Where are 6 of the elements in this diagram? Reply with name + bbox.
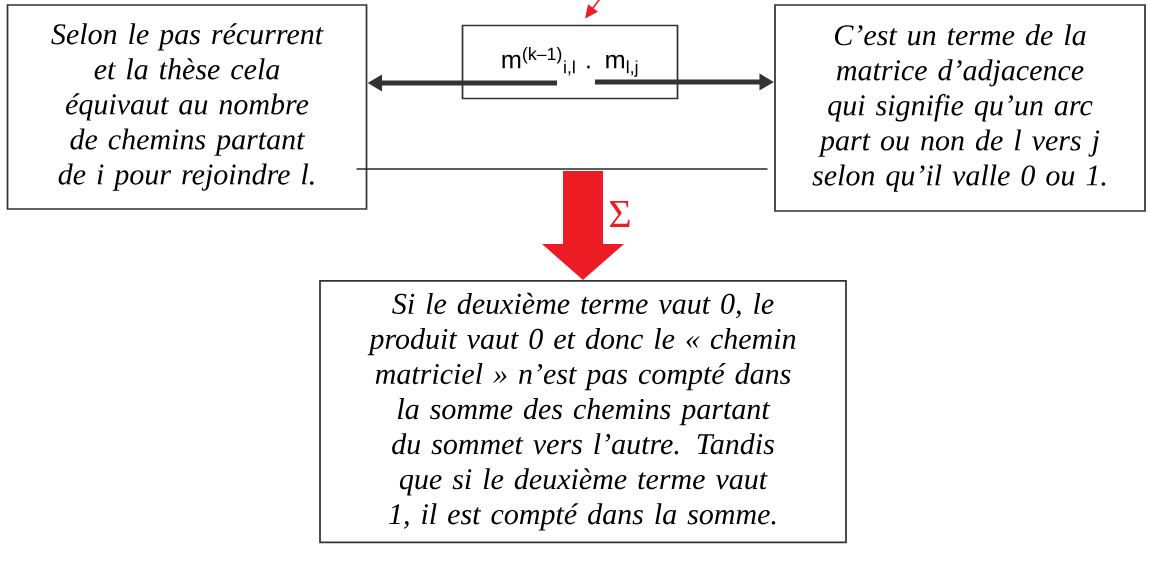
horizontal-line <box>356 168 768 170</box>
text-box: C’est un terme de la matrice d’adjacence qui signifie qu’un arc part ou non de l vers j selon qu’il valle 0 ou 1. <box>774 4 1146 212</box>
text-box: Si le deuxième terme vaut 0, le produit vaut 0 et donc le « chemin matriciel » n’est pas compté dans la somme des chemins partant du sommet vers l’autre. Tandis que si le deuxième terme vaut 1, il est compté dans la somme. <box>319 280 847 544</box>
text-box: Selon le pas récurrent et la thèse cela équivaut au nombre de chemins partant de i pour rejoindre l. <box>6 4 368 210</box>
formula-box: m$^{(k–1)}$$_{i,l}$ . m$_{l,j}$ <box>461 24 679 100</box>
edge-label: Σ <box>607 199 633 229</box>
